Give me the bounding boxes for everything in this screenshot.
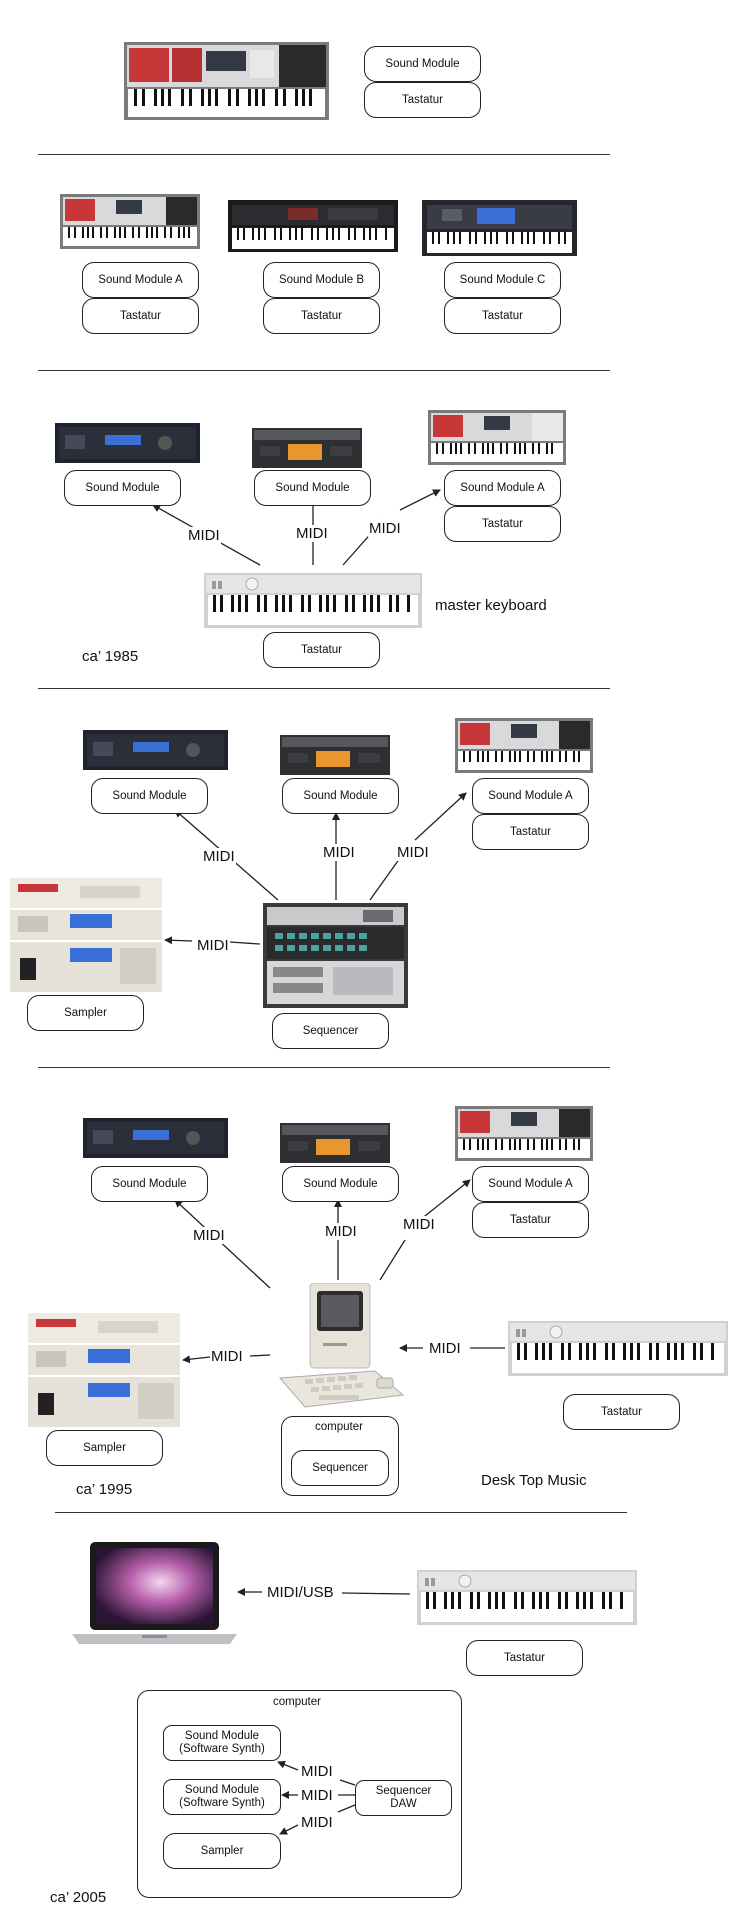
section-divider [38,688,610,689]
sampler-rack-image [10,878,162,993]
rack-module-orange-image [280,735,390,775]
sound-module-box: Sound Module [254,470,371,506]
master-keyboard-label: master keyboard [435,597,547,614]
workstation-synth-image [124,42,329,120]
synth-a-image [60,194,200,249]
sound-module-a-box: Sound Module A [444,470,561,506]
master-keyboard-image [508,1321,728,1376]
hardware-sequencer-image [263,903,408,1008]
rack-module-image [83,1118,228,1158]
rack-module-image [55,423,200,463]
synth-a-image [455,1106,593,1161]
section-divider [38,1067,610,1068]
sampler-box: Sampler [163,1833,281,1869]
sound-module-a-box: Sound Module A [82,262,199,298]
midi-label: MIDI [402,1216,436,1233]
sound-module-a-box: Sound Module A [472,1166,589,1202]
sampler-box: Sampler [46,1430,163,1466]
desktop-computer-image [275,1282,405,1411]
computer-container [281,1416,399,1496]
midi-label: MIDI [300,1763,334,1780]
tastatur-box: Tastatur [364,82,481,118]
computer-container [137,1690,462,1898]
sound-module-box: Sound Module [282,778,399,814]
sound-module-c-box: Sound Module C [444,262,561,298]
era-1985-label: ca’ 1985 [82,648,139,665]
master-keyboard-image [417,1570,637,1625]
software-synth-box: Sound Module (Software Synth) [163,1779,281,1815]
midi-label: MIDI [192,1227,226,1244]
tastatur-box: Tastatur [263,298,380,334]
tastatur-box: Tastatur [444,298,561,334]
software-synth-box: Sound Module (Software Synth) [163,1725,281,1761]
master-keyboard-image [204,573,422,628]
midi-label: MIDI [396,844,430,861]
era-1995-label: ca’ 1995 [76,1481,133,1498]
section-divider [55,1512,627,1513]
midi-label: MIDI [295,525,329,542]
sampler-rack-image [28,1313,180,1428]
sound-module-box: Sound Module [282,1166,399,1202]
tastatur-box: Tastatur [472,1202,589,1238]
synth-b-image [228,200,398,252]
sound-module-box: Sound Module [91,778,208,814]
sound-module-box: Sound Module [364,46,481,82]
tastatur-box: Tastatur [466,1640,583,1676]
rack-module-orange-image [280,1123,390,1163]
computer-label: computer [315,1421,363,1433]
midi-label: MIDI [428,1340,462,1357]
sound-module-box: Sound Module [64,470,181,506]
midi-label: MIDI [187,527,221,544]
synth-a-image [428,410,566,465]
tastatur-box: Tastatur [444,506,561,542]
midi-label: MIDI [322,844,356,861]
rack-module-image [83,730,228,770]
rack-module-orange-image [252,428,362,468]
sequencer-daw-box: Sequencer DAW [355,1780,452,1816]
tastatur-box: Tastatur [472,814,589,850]
midi-label: MIDI [210,1348,244,1365]
sequencer-box: Sequencer [291,1450,389,1486]
sound-module-b-box: Sound Module B [263,262,380,298]
midi-label: MIDI [202,848,236,865]
tastatur-box: Tastatur [82,298,199,334]
midi-label: MIDI [324,1223,358,1240]
synth-c-image [422,200,577,256]
desk-top-music-label: Desk Top Music [481,1472,587,1489]
sound-module-box: Sound Module [91,1166,208,1202]
laptop-image [72,1542,237,1647]
section-divider [38,154,610,155]
era-2005-label: ca’ 2005 [50,1889,107,1906]
sound-module-a-box: Sound Module A [472,778,589,814]
section-divider [38,370,610,371]
sequencer-box: Sequencer [272,1013,389,1049]
midi-label: MIDI [196,937,230,954]
synth-a-image [455,718,593,773]
tastatur-box: Tastatur [563,1394,680,1430]
midi-label: MIDI [368,520,402,537]
computer-label: computer [273,1696,321,1708]
midi-label: MIDI [300,1814,334,1831]
midi-usb-label: MIDI/USB [266,1584,335,1601]
midi-label: MIDI [300,1787,334,1804]
tastatur-box: Tastatur [263,632,380,668]
sampler-box: Sampler [27,995,144,1031]
